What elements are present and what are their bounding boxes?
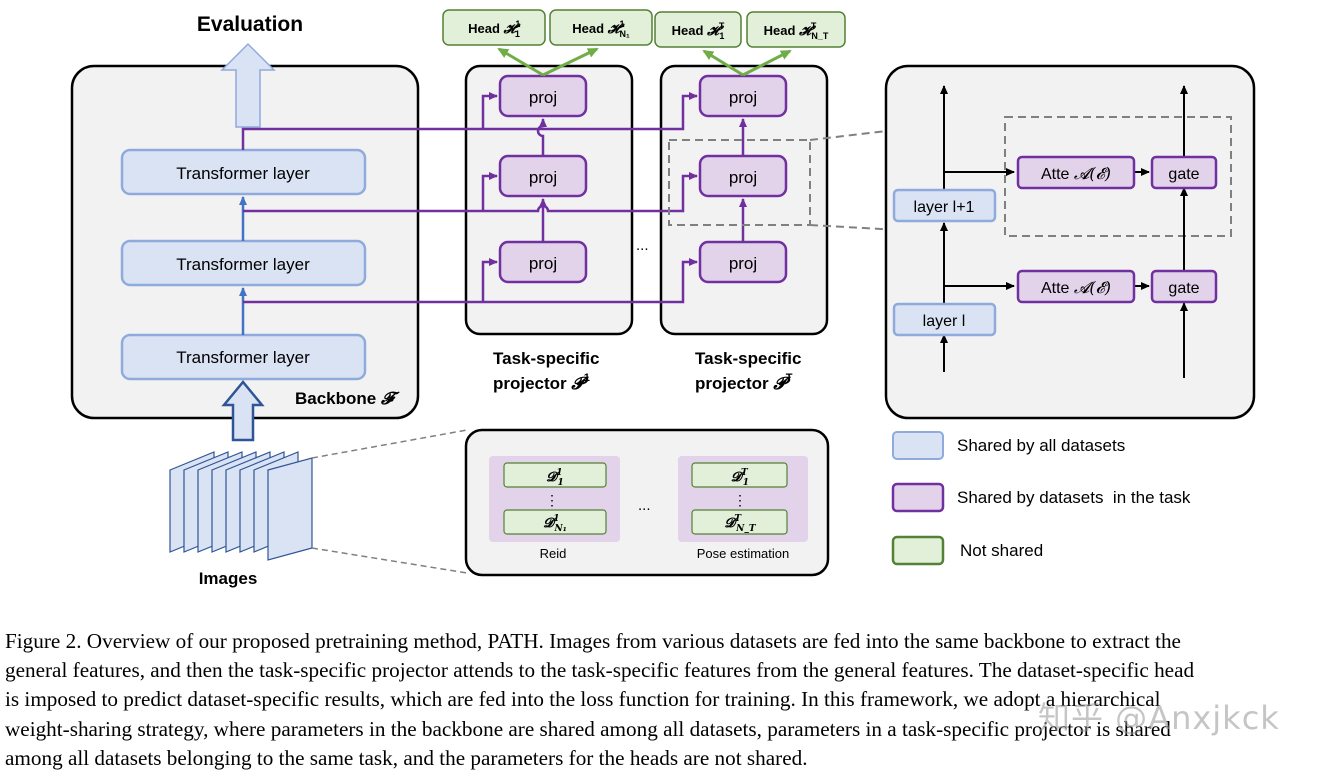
head-1-n [549,9,653,46]
detail-panel-group: layer l+1 layer l Atte 𝓐(𝓔) Atte 𝓐(𝓔) ga… [884,64,1256,420]
legend-label-shared-task: Shared by datasets in the task [957,488,1191,507]
gate-bottom-label: gate [1168,280,1199,297]
projector-1-group: proj proj proj Task-specific projector 𝓟… [442,9,653,394]
proj-1-bottom-label: proj [529,254,557,273]
datasets-ellipsis: ... [638,497,651,514]
caption-line: is imposed to predict dataset-specific r… [5,687,1161,712]
dataset-reid-dots: ⋮ [545,492,559,508]
atte-bottom-label: Atte 𝓐(𝓔) [1041,278,1111,297]
projector-1-label-line1: Task-specific [493,349,599,368]
proj-t-mid-label: proj [729,168,757,187]
atte-top [1016,155,1136,190]
layer-l-plus-1 [892,188,997,223]
caption-line: general features, and then the task-spec… [5,658,1195,683]
images-label: Images [199,569,258,588]
head-1-arrow-left [497,47,544,77]
gate-top-label: gate [1168,166,1199,183]
backbone-group: Evaluation Transformer layer Transformer… [70,13,420,442]
projector-1-label-line2: projector 𝓟1 [493,372,590,394]
transformer-layer-middle-label: Transformer layer [176,255,310,274]
images-zoom-line-bottom [311,547,468,574]
head-t-n [746,11,846,48]
atte-top-label: Atte 𝓐(𝓔) [1041,164,1111,183]
transformer-layer-bottom-label: Transformer layer [176,348,310,367]
projector-t-group: proj proj proj Task-specific projector 𝓟… [654,11,846,394]
head-1-arrow-right [542,47,599,77]
proj-1-mid-label: proj [529,168,557,187]
watermark: 知乎 @Anxjkck [1038,699,1280,737]
proj-1-top [498,74,588,118]
path-overview-diagram: Evaluation Transformer layer Transformer… [70,9,1256,588]
zoom-box-large [1004,116,1232,237]
dataset-reid-top [503,462,607,488]
layer-l [892,302,997,337]
head-t-arrow-right [742,49,792,77]
proj-t-bottom-label: proj [729,254,757,273]
evaluation-arrow [220,42,276,128]
gate-top [1150,155,1218,190]
layer-l-plus-1-label: layer l+1 [914,199,975,216]
figure-caption: Figure 2. Overview of our proposed pretr… [5,627,1325,773]
caption-line: among all datasets belonging to the same… [5,745,808,770]
proj-1-arrow-up-2 [536,118,547,156]
projector-ellipsis: ... [636,237,649,254]
dataset-pose-bottom [691,509,788,535]
caption-line: weight-sharing strategy, where parameter… [5,716,1171,741]
proj-t-top [698,74,788,118]
projector-t-label-line1: Task-specific [695,349,801,368]
legend: Shared by all datasets Shared by dataset… [891,431,1191,566]
atte-bottom [1016,269,1136,304]
head-1-1 [442,9,546,46]
detail-panel [884,64,1256,420]
head-t-1 [654,11,742,48]
legend-swatch-shared-task [891,482,945,513]
dataset-pose-top [691,462,788,488]
backbone-label: Backbone 𝓕 [295,389,400,409]
layer-l-label: layer l [923,313,966,330]
legend-label-shared-all: Shared by all datasets [957,436,1125,455]
dataset-pose-dots: ⋮ [733,492,747,508]
images-stack: Images [169,429,468,588]
proj-1-top-label: proj [529,88,557,107]
input-arrow [221,380,265,442]
evaluation-label: Evaluation [197,13,303,36]
projector-t-label-line2: projector 𝓟T [695,372,793,394]
gate-bottom [1150,269,1218,304]
dataset-reid-name: Reid [540,546,567,561]
proj-t-top-label: proj [729,88,757,107]
zoom-box-small [668,139,811,226]
legend-label-not-shared: Not shared [960,541,1043,560]
feature-flow-lines [241,92,698,304]
caption-line: Figure 2. Overview of our proposed pretr… [5,629,1181,653]
images-zoom-line-top [311,429,468,459]
dataset-reid-bottom [503,509,607,535]
head-t-arrow-left [702,49,744,77]
dataset-pose-name: Pose estimation [697,546,790,561]
transformer-layer-top-label: Transformer layer [176,164,310,183]
legend-swatch-shared-all [892,431,944,460]
legend-swatch-not-shared [891,535,945,566]
